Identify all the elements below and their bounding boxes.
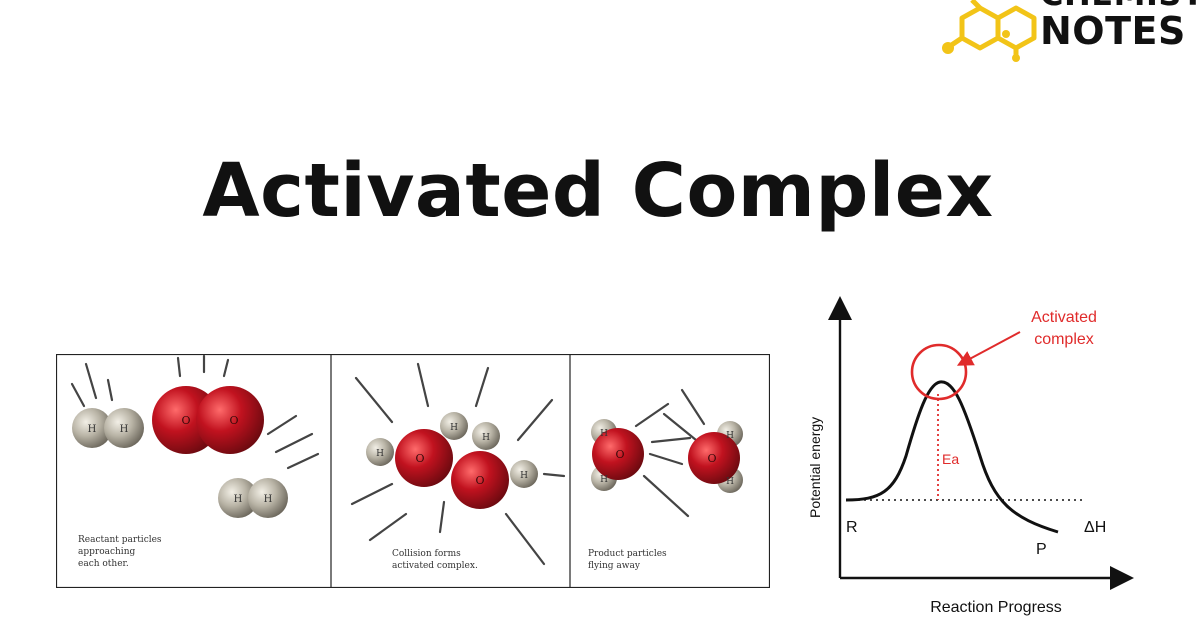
enthalpy-label: ΔH [1084,519,1106,536]
atom-label: H [600,429,608,439]
atom-label: H [726,477,734,487]
atom-label: O [181,414,190,427]
motion-lines [634,388,706,518]
energy-profile-svg: Activated complex Ea Potential energy R … [807,296,1134,616]
collision-illustration: H H O O H H H H [55,353,771,589]
atom-label: H [520,471,528,481]
activated-complex-molecule: H H H H O O [366,412,538,509]
hydrogen-atom [366,438,394,466]
y-axis-label: Potential energy [807,417,823,518]
logo-line-1: CHEMIST [1040,0,1196,10]
hydrogen-atom [440,412,468,440]
oxygen-atom [395,429,453,487]
logo-atom [1012,54,1020,62]
panel-1-caption: Reactant particles approaching each othe… [78,535,162,569]
logo-wordmark: CHEMIST NOTES [1040,0,1196,50]
x-axis-label: Reaction Progress [930,599,1062,616]
annotation-arrow [956,331,1021,366]
logo-atom [942,42,954,54]
motion-lines [350,362,566,566]
water-molecule-2: H H O [688,421,743,493]
chemist-notes-logo [940,0,1196,62]
oxygen-atom [592,428,644,480]
o2-molecule: O O [152,386,264,454]
atom-label: O [415,452,424,465]
motion-lines [70,354,320,470]
atom-label: H [600,475,608,485]
atom-label: H [482,433,490,443]
annotation-line-1: Activated [1031,309,1097,326]
collision-panels: H H O O H H H H [55,353,771,589]
atom-label: H [120,424,129,435]
product-label: P [1036,541,1047,558]
hydrogen-atom [218,478,258,518]
panel-3-caption: Product particles flying away [588,549,667,571]
annotation-line-2: complex [1034,331,1094,348]
atom-label: O [707,452,716,465]
atom-label: H [88,424,97,435]
h2-molecule-2: H H [218,478,288,518]
atom-label: H [234,494,243,505]
atom-label: H [264,494,273,505]
energy-profile-diagram: Activated complex Ea Potential energy R … [790,296,1140,628]
page-title: Activated Complex [202,148,994,234]
atom-label: H [376,449,384,459]
oxygen-atom [688,432,740,484]
logo-ring-left [959,5,1001,51]
atom-label: O [229,414,238,427]
panel-2-caption: Collision forms activated complex. [392,549,478,571]
activation-energy-label: Ea [942,451,959,467]
atom-label: H [450,423,458,433]
water-molecule-1: H H O [591,419,644,491]
molecule-logo-icon [942,0,1037,62]
oxygen-atom [196,386,264,454]
logo-ring-right [995,5,1037,51]
activated-complex-highlight [910,343,968,401]
energy-curve [845,380,1059,534]
hydrogen-atom [104,408,144,448]
logo-line-2: NOTES [1040,9,1186,53]
hydrogen-atom [72,408,112,448]
logo-atom [1002,30,1010,38]
h2-molecule-1: H H [72,408,144,448]
hydrogen-atom [510,460,538,488]
hydrogen-atom [248,478,288,518]
atom-label: H [726,431,734,441]
reactant-label: R [846,519,858,536]
oxygen-atom [451,451,509,509]
hydrogen-atom [472,422,500,450]
logo-bond [970,0,982,10]
atom-label: O [615,448,624,461]
atom-label: O [475,474,484,487]
